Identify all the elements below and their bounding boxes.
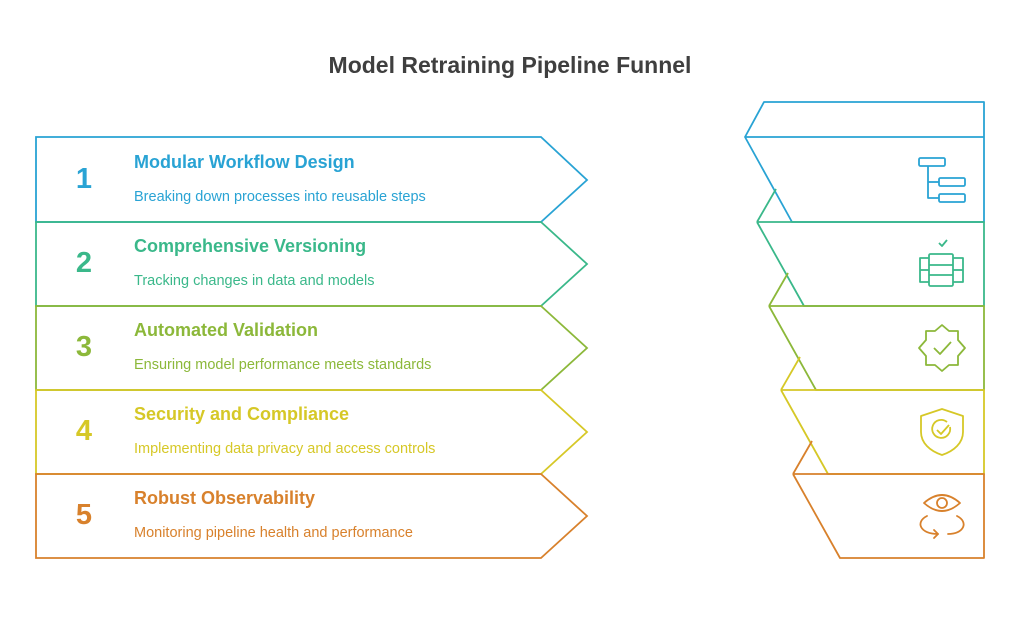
step-number-4: 4 <box>75 415 93 447</box>
validation-badge-icon <box>918 324 966 372</box>
step-title-1: Modular Workflow Design <box>134 152 355 172</box>
step-description-2: Tracking changes in data and models <box>134 273 375 289</box>
funnel-segment-4 <box>780 356 985 475</box>
step-description-3: Ensuring model performance meets standar… <box>134 357 432 373</box>
row-arrow-5 <box>35 473 589 559</box>
step-description-5: Monitoring pipeline health and performan… <box>134 525 413 541</box>
step-number-2: 2 <box>75 247 93 279</box>
step-title-4: Security and Compliance <box>134 404 350 424</box>
step-title-5: Robust Observability <box>134 488 316 508</box>
step-title-2: Comprehensive Versioning <box>134 236 367 256</box>
row-arrow-2 <box>35 221 589 307</box>
page-title: Model Retraining Pipeline Funnel <box>328 52 692 78</box>
workflow-icon <box>918 157 966 203</box>
observability-eye-icon <box>919 494 965 539</box>
funnel-segment-5 <box>792 440 985 559</box>
row-arrow-4 <box>35 389 589 475</box>
row-arrow-3 <box>35 305 589 391</box>
funnel-segment-2 <box>756 188 985 307</box>
step-description-1: Breaking down processes into reusable st… <box>134 189 426 205</box>
step-number-3: 3 <box>75 331 93 363</box>
step-title-3: Automated Validation <box>134 320 319 340</box>
funnel-segment-1 <box>744 101 985 223</box>
row-arrow-1 <box>35 136 589 223</box>
step-description-4: Implementing data privacy and access con… <box>134 441 436 457</box>
security-shield-icon <box>920 408 964 456</box>
step-number-5: 5 <box>75 499 93 531</box>
versioning-icon <box>919 239 964 287</box>
step-number-1: 1 <box>75 163 93 195</box>
